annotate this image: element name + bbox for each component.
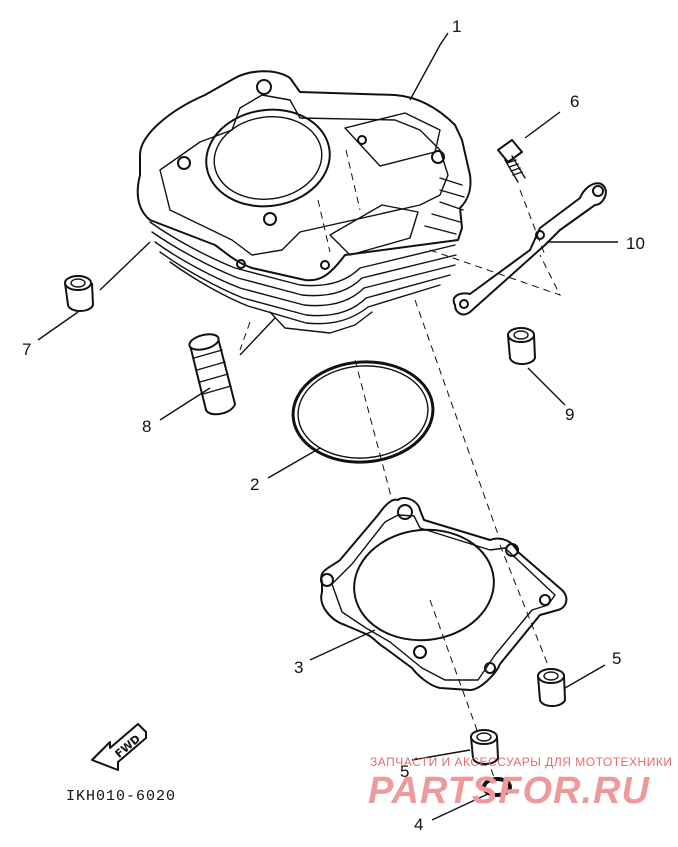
alignment-line (429, 249, 561, 296)
callout-6: 6 (570, 92, 579, 111)
fwd-label: FWD (113, 732, 143, 760)
callout-1: 1 (452, 17, 461, 36)
bolt (497, 139, 526, 183)
callout-3: 3 (294, 658, 303, 677)
callout-5a: 5 (612, 649, 621, 668)
callout-4: 4 (414, 815, 423, 834)
callout-2: 2 (250, 475, 259, 494)
alignment-line (414, 299, 501, 541)
callout-8: 8 (142, 417, 151, 436)
dowel-pin (470, 729, 499, 765)
part-code: IKH010-6020 (66, 788, 176, 805)
watermark: ЗАПЧАСТИ И АКСЕССУАРЫ ДЛЯ МОТОТЕХНИКИ PA… (368, 755, 672, 812)
forward-arrow-icon: FWD (91, 723, 147, 771)
callout-5b: 5 (400, 762, 409, 781)
callout-10: 10 (626, 234, 645, 253)
alignment-line (354, 359, 393, 501)
spring-pin (188, 333, 236, 416)
watermark-brand: PARTSFOR.RU (368, 770, 650, 812)
dowel-9 (507, 327, 536, 365)
alignment-line (499, 544, 549, 666)
watermark-tagline: ЗАПЧАСТИ И АКСЕССУАРЫ ДЛЯ МОТОТЕХНИКИ (370, 755, 672, 769)
alignment-line (239, 321, 251, 351)
bracket (452, 182, 607, 316)
cylinder-gasket (320, 497, 568, 691)
dowel-7 (64, 275, 94, 312)
callout-9: 9 (565, 405, 574, 424)
o-ring (291, 360, 435, 464)
small-o-ring (482, 777, 512, 797)
dowel-pin (537, 668, 566, 707)
leader-lines (37, 32, 618, 821)
callout-7: 7 (22, 340, 31, 359)
cylinder (136, 70, 472, 334)
